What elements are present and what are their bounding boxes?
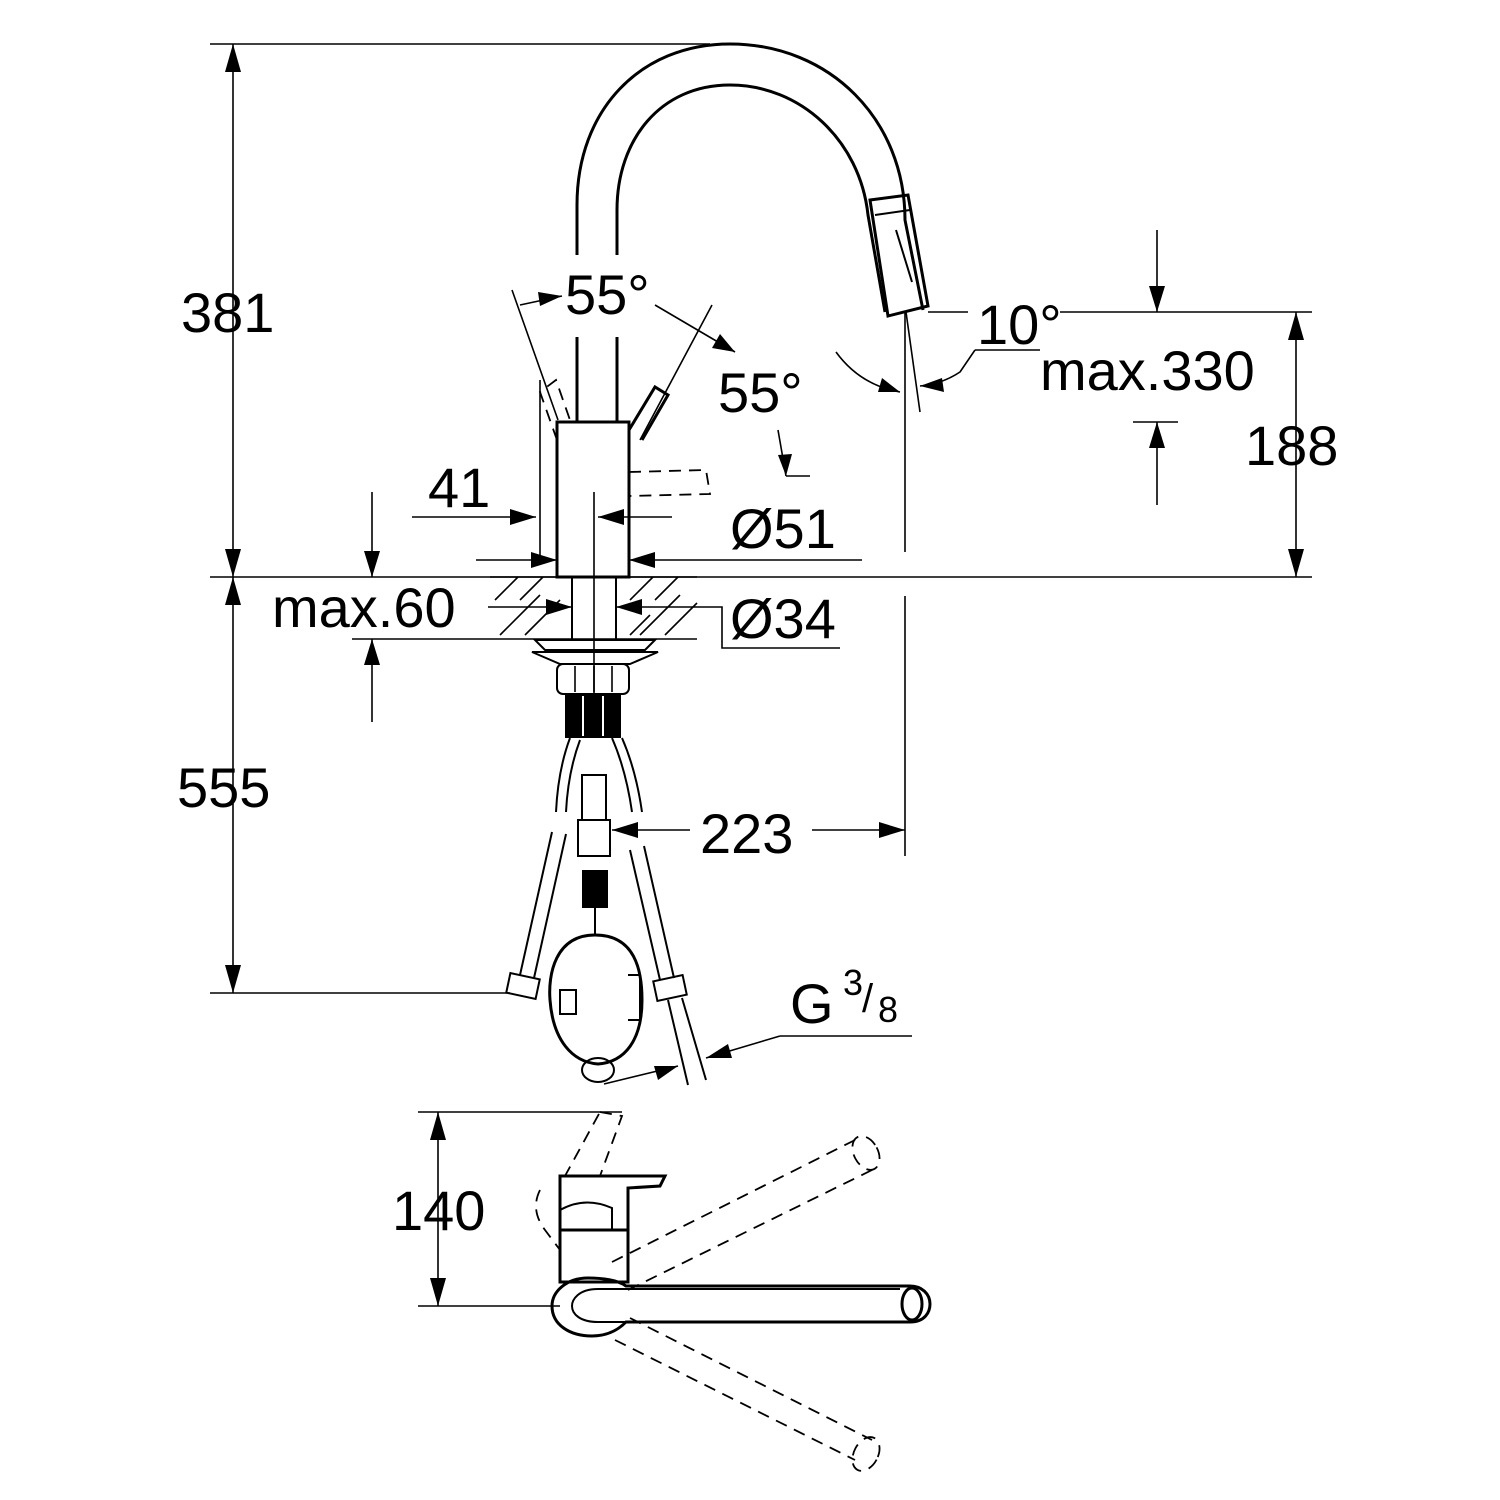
dim-34-leader <box>712 606 840 649</box>
mounting-plate <box>531 651 659 665</box>
arrowhead <box>654 1066 678 1080</box>
arrowhead <box>612 822 638 838</box>
dim-label-381: 381 <box>181 281 274 344</box>
dim-label-spray-angle: 10° <box>977 293 1062 356</box>
weight-clip-left <box>559 989 577 1015</box>
handle-top-curve <box>559 1201 613 1230</box>
spray-head-button <box>895 229 913 283</box>
arrowhead <box>546 599 572 615</box>
weight-bottom <box>581 1057 615 1083</box>
arrowhead <box>778 454 792 476</box>
supply-hose-left <box>519 831 567 979</box>
nut-ridges <box>574 666 613 692</box>
mounting-washer <box>532 639 658 651</box>
arrowhead <box>878 378 900 392</box>
spout-outer <box>575 42 925 311</box>
hose-center-connector <box>577 819 611 857</box>
dim-label-g-numerator: 3 <box>843 962 863 1003</box>
arrowhead <box>538 292 562 306</box>
deck-hatching <box>494 576 698 636</box>
handle-ghost-side <box>535 1189 561 1251</box>
handle-ghost-top <box>563 1110 624 1177</box>
arrowhead <box>225 44 241 72</box>
arrowhead <box>225 965 241 993</box>
arrowhead <box>706 1044 732 1058</box>
side-view: 381 555 55° 55° 10° max.330 188 41 Ø51 Ø… <box>177 42 1338 1086</box>
dim-label-max60: max.60 <box>272 576 456 639</box>
arrowhead <box>1149 422 1165 448</box>
handle-horizontal-ghost <box>628 469 712 497</box>
dim-label-555: 555 <box>177 756 270 819</box>
hose-center-thread <box>582 870 608 908</box>
arrowhead <box>629 552 655 568</box>
arrowhead <box>1288 312 1304 340</box>
supply-nut-right <box>652 973 688 1003</box>
angle-ref-left <box>511 289 559 421</box>
dim-label-angle-right: 55° <box>718 361 803 424</box>
threaded-shank <box>565 694 621 738</box>
spout-top-tip <box>900 1286 924 1322</box>
arrowhead <box>1288 549 1304 577</box>
arrowhead <box>616 599 642 615</box>
arrowhead <box>510 509 536 525</box>
arrowhead <box>430 1278 446 1306</box>
spout-ghost-upper <box>611 1139 873 1291</box>
supply-hose-right-lower <box>667 997 707 1086</box>
dim-label-g-slash: / <box>862 977 874 1021</box>
spout-top-inner <box>570 1288 599 1323</box>
hose-right-upper <box>611 737 643 813</box>
body-top <box>558 1228 630 1284</box>
supply-hose-right <box>629 845 675 981</box>
spray-head <box>868 193 930 318</box>
arrowhead <box>920 378 944 392</box>
dim-label-g-denominator: 8 <box>878 989 898 1030</box>
spout-inner <box>615 83 887 313</box>
arrowhead <box>430 1112 446 1140</box>
spout-ghost-upper-tip <box>851 1135 881 1171</box>
dim-label-g: G <box>790 972 834 1035</box>
dim-label-188: 188 <box>1245 414 1338 477</box>
hose-left-upper <box>555 737 581 813</box>
arrowhead <box>225 549 241 577</box>
dim-label-223: 223 <box>700 802 793 865</box>
arrowhead <box>364 639 380 665</box>
supply-nut-left <box>505 971 541 1001</box>
spout-ghost-lower <box>614 1317 873 1461</box>
arrowhead <box>712 334 735 352</box>
top-view: 140 <box>392 1110 932 1472</box>
hose-center-fitting <box>581 774 607 821</box>
arrowhead <box>1149 286 1165 312</box>
shank-threads <box>582 696 604 736</box>
handle-left-ghost <box>538 378 571 441</box>
dim-label-diameter-34: Ø34 <box>730 587 836 650</box>
handle-right <box>627 384 671 441</box>
arrowhead <box>531 552 557 568</box>
mounting-nut <box>556 663 630 695</box>
arrowhead <box>364 551 380 577</box>
dim-label-140: 140 <box>392 1179 485 1242</box>
spray-angle-line <box>905 311 921 413</box>
spray-head-ring <box>874 209 911 216</box>
arrowhead <box>879 822 905 838</box>
dim-label-diameter-51: Ø51 <box>730 497 836 560</box>
spout-top-solid <box>550 1276 932 1338</box>
hose-weight <box>548 933 644 1066</box>
arrowhead <box>225 577 241 605</box>
spout-ghost-lower-tip <box>851 1436 881 1472</box>
weight-clip-right <box>628 974 641 1021</box>
faucet-body <box>555 420 631 579</box>
dim-label-max330: max.330 <box>1040 339 1255 402</box>
dim-label-angle-left: 55° <box>565 263 650 326</box>
arrowhead <box>598 509 624 525</box>
angle-ref-right <box>639 304 713 441</box>
dim-label-41: 41 <box>428 456 490 519</box>
spray-angle-arc-right <box>919 349 976 387</box>
